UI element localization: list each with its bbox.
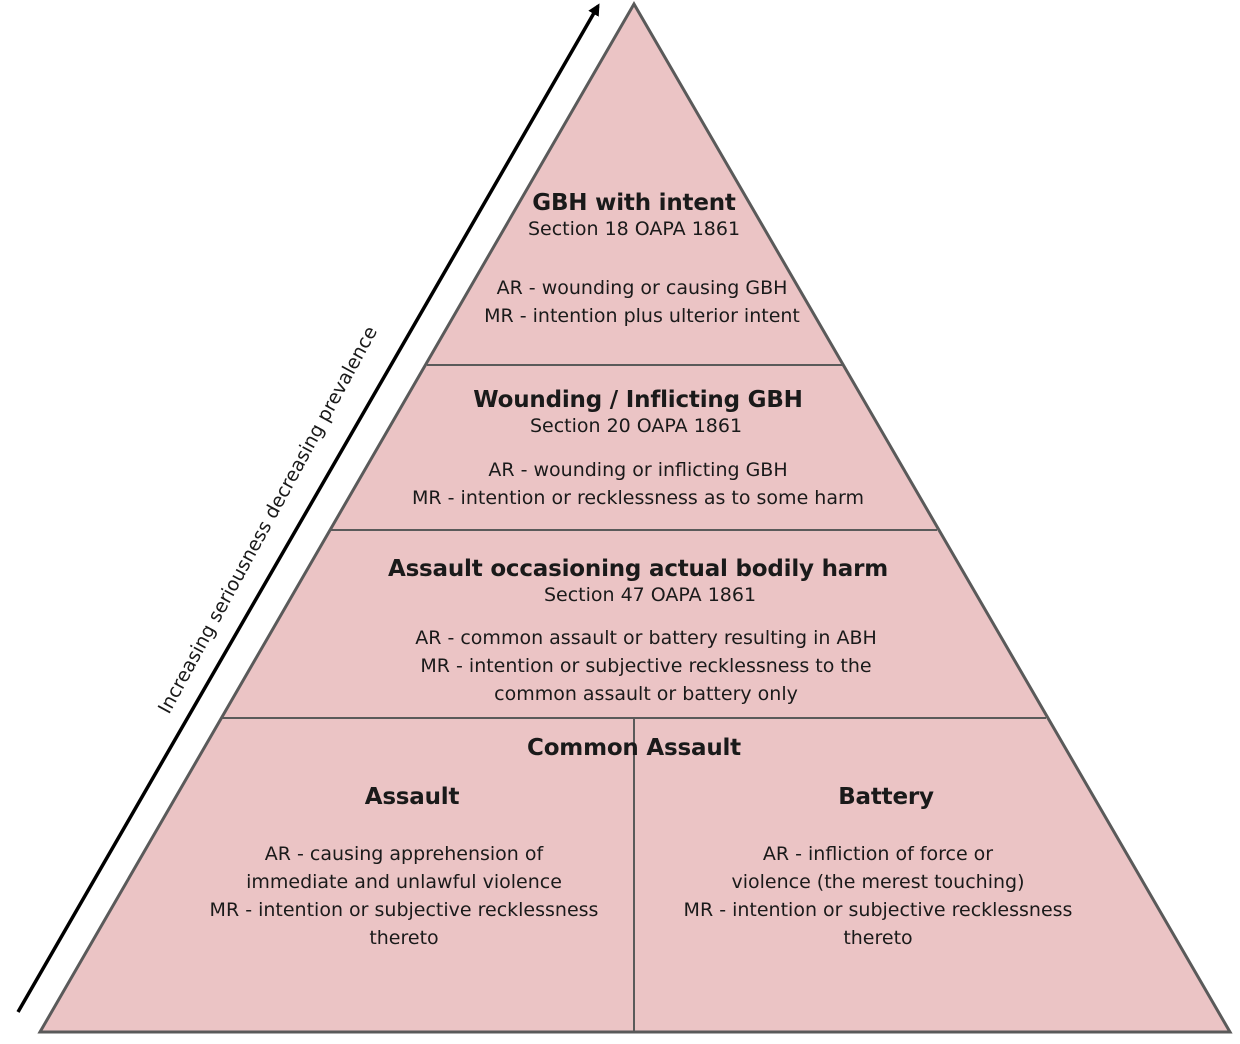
battery-title: Battery [838,784,934,810]
wounding-elements: AR - wounding or inflicting GBH MR - int… [412,456,864,512]
wounding-ar: AR - wounding or inflicting GBH [488,459,788,481]
battery-line-2: violence (the merest touching) [731,871,1025,893]
abh-section: Section 47 OAPA 1861 [543,584,757,606]
assault-title: Assault [364,784,460,810]
abh-mr-cont: common assault or battery only [494,683,798,705]
battery-elements: AR - infliction of force or violence (th… [684,840,1073,952]
abh-mr: MR - intention or subjective recklessnes… [420,655,872,677]
gbh-intent-elements: AR - wounding or causing GBH MR - intent… [484,274,800,330]
abh-elements: AR - common assault or battery resulting… [415,624,877,708]
battery-line-4: thereto [843,927,913,949]
battery-line-1: AR - infliction of force or [762,843,994,865]
gbh-intent-mr: MR - intention plus ulterior intent [484,305,800,327]
common-assault-title: Common Assault [527,735,741,761]
gbh-intent-title: GBH with intent [532,190,736,216]
gbh-intent-section: Section 18 OAPA 1861 [527,218,741,240]
assault-line-4: thereto [369,927,439,949]
gbh-intent-ar: AR - wounding or causing GBH [496,277,788,299]
wounding-section: Section 20 OAPA 1861 [529,415,743,437]
abh-ar: AR - common assault or battery resulting… [415,627,877,649]
wounding-title: Wounding / Inflicting GBH [473,387,803,413]
assault-elements: AR - causing apprehension of immediate a… [210,840,599,952]
seriousness-arrow [16,3,600,1013]
abh-title: Assault occasioning actual bodily harm [387,556,889,582]
wounding-mr: MR - intention or recklessness as to som… [412,487,864,509]
assault-line-1: AR - causing apprehension of [264,843,544,865]
battery-line-3: MR - intention or subjective recklessnes… [683,899,1073,921]
assault-line-2: immediate and unlawful violence [246,871,562,893]
assault-line-3: MR - intention or subjective recklessnes… [209,899,599,921]
